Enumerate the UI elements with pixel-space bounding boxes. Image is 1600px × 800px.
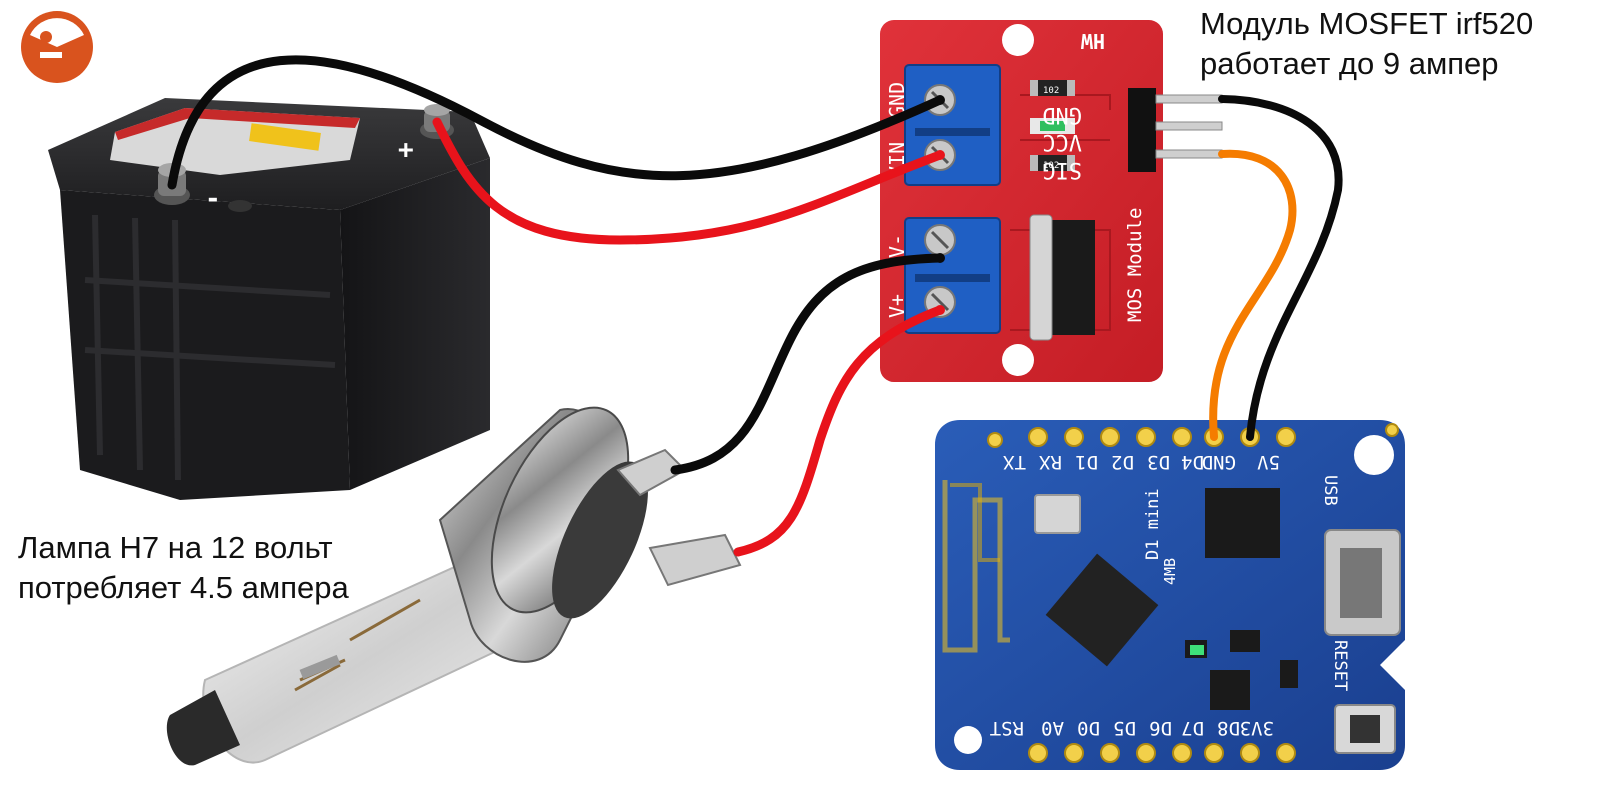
d1-pin-5v: 5V bbox=[1257, 451, 1280, 473]
site-logo-icon bbox=[21, 11, 93, 83]
mosfet-caption: Модуль MOSFET irf520 работает до 9 ампер bbox=[1200, 4, 1533, 84]
d1-pin-3v3: 3V3 bbox=[1240, 717, 1274, 739]
d1mini-usb-label: USB bbox=[1320, 475, 1340, 506]
d1-pin-rx: RX bbox=[1039, 451, 1062, 473]
lamp-caption-line2: потребляет 4.5 ампера bbox=[18, 570, 349, 605]
d1-pin-gnd: GND bbox=[1202, 451, 1236, 473]
d1-pin-d5: D5 bbox=[1113, 717, 1136, 739]
d1mini-bottom-pads bbox=[1028, 743, 1296, 763]
pin-vcc-label: VCC bbox=[1042, 129, 1082, 154]
terminal-vplus-label: V+ bbox=[885, 294, 909, 318]
d1-pin-a0: A0 bbox=[1041, 717, 1064, 739]
d1-pin-d1: D1 bbox=[1075, 451, 1098, 473]
d1-pin-d0: D0 bbox=[1077, 717, 1100, 739]
d1mini-board bbox=[935, 420, 1405, 770]
d1-pin-rst: RST bbox=[990, 717, 1024, 739]
mosfet-caption-line1: Модуль MOSFET irf520 bbox=[1200, 6, 1534, 41]
h7-lamp bbox=[166, 406, 742, 766]
car-battery bbox=[48, 98, 490, 500]
d1-pin-d2: D2 bbox=[1111, 451, 1134, 473]
wire-battery-minus-to-gnd bbox=[167, 55, 945, 190]
wire-battery-plus-to-vin bbox=[432, 117, 945, 245]
d1mini-reset-label: RESET bbox=[1330, 640, 1350, 691]
resistor-label-1: 102 bbox=[1043, 86, 1059, 96]
lamp-caption: Лампа H7 на 12 вольт потребляет 4.5 ампе… bbox=[18, 528, 349, 608]
wire-mosfet-sig-to-d1-d4 bbox=[1209, 149, 1297, 441]
d1-pin-tx: TX bbox=[1003, 451, 1026, 473]
pin-gnd-label: GND bbox=[1042, 102, 1082, 127]
d1-pin-d8: D8 bbox=[1217, 717, 1240, 739]
mosfet-caption-line2: работает до 9 ампер bbox=[1200, 46, 1499, 81]
d1-pin-d6: D6 bbox=[1149, 717, 1172, 739]
wire-vplus-to-lamp bbox=[733, 305, 945, 557]
mosfet-module-name: MOS Module bbox=[1124, 208, 1146, 322]
lamp-caption-line1: Лампа H7 на 12 вольт bbox=[18, 530, 333, 565]
pin-sig-label: SIG bbox=[1042, 157, 1082, 182]
resistor-label-2: 102 bbox=[1043, 161, 1059, 171]
d1-pin-d3: D3 bbox=[1147, 451, 1170, 473]
wire-vminus-to-lamp bbox=[670, 253, 945, 475]
d1mini-board-label: D1 mini bbox=[1143, 488, 1163, 560]
d1-pin-d7: D7 bbox=[1181, 717, 1204, 739]
battery-minus-label: - bbox=[205, 184, 221, 214]
d1-pin-d4: D4 bbox=[1181, 451, 1204, 473]
wires bbox=[167, 55, 1343, 557]
wire-mosfet-gnd-to-d1-gnd bbox=[1218, 95, 1343, 441]
d1mini-top-pads bbox=[987, 423, 1399, 448]
battery-plus-label: + bbox=[398, 135, 414, 165]
mosfet-module bbox=[880, 20, 1223, 382]
d1mini-flash-label: 4MB bbox=[1161, 558, 1179, 585]
terminal-vminus-label: V- bbox=[885, 234, 909, 258]
mosfet-brand-label: HW bbox=[1080, 29, 1105, 53]
